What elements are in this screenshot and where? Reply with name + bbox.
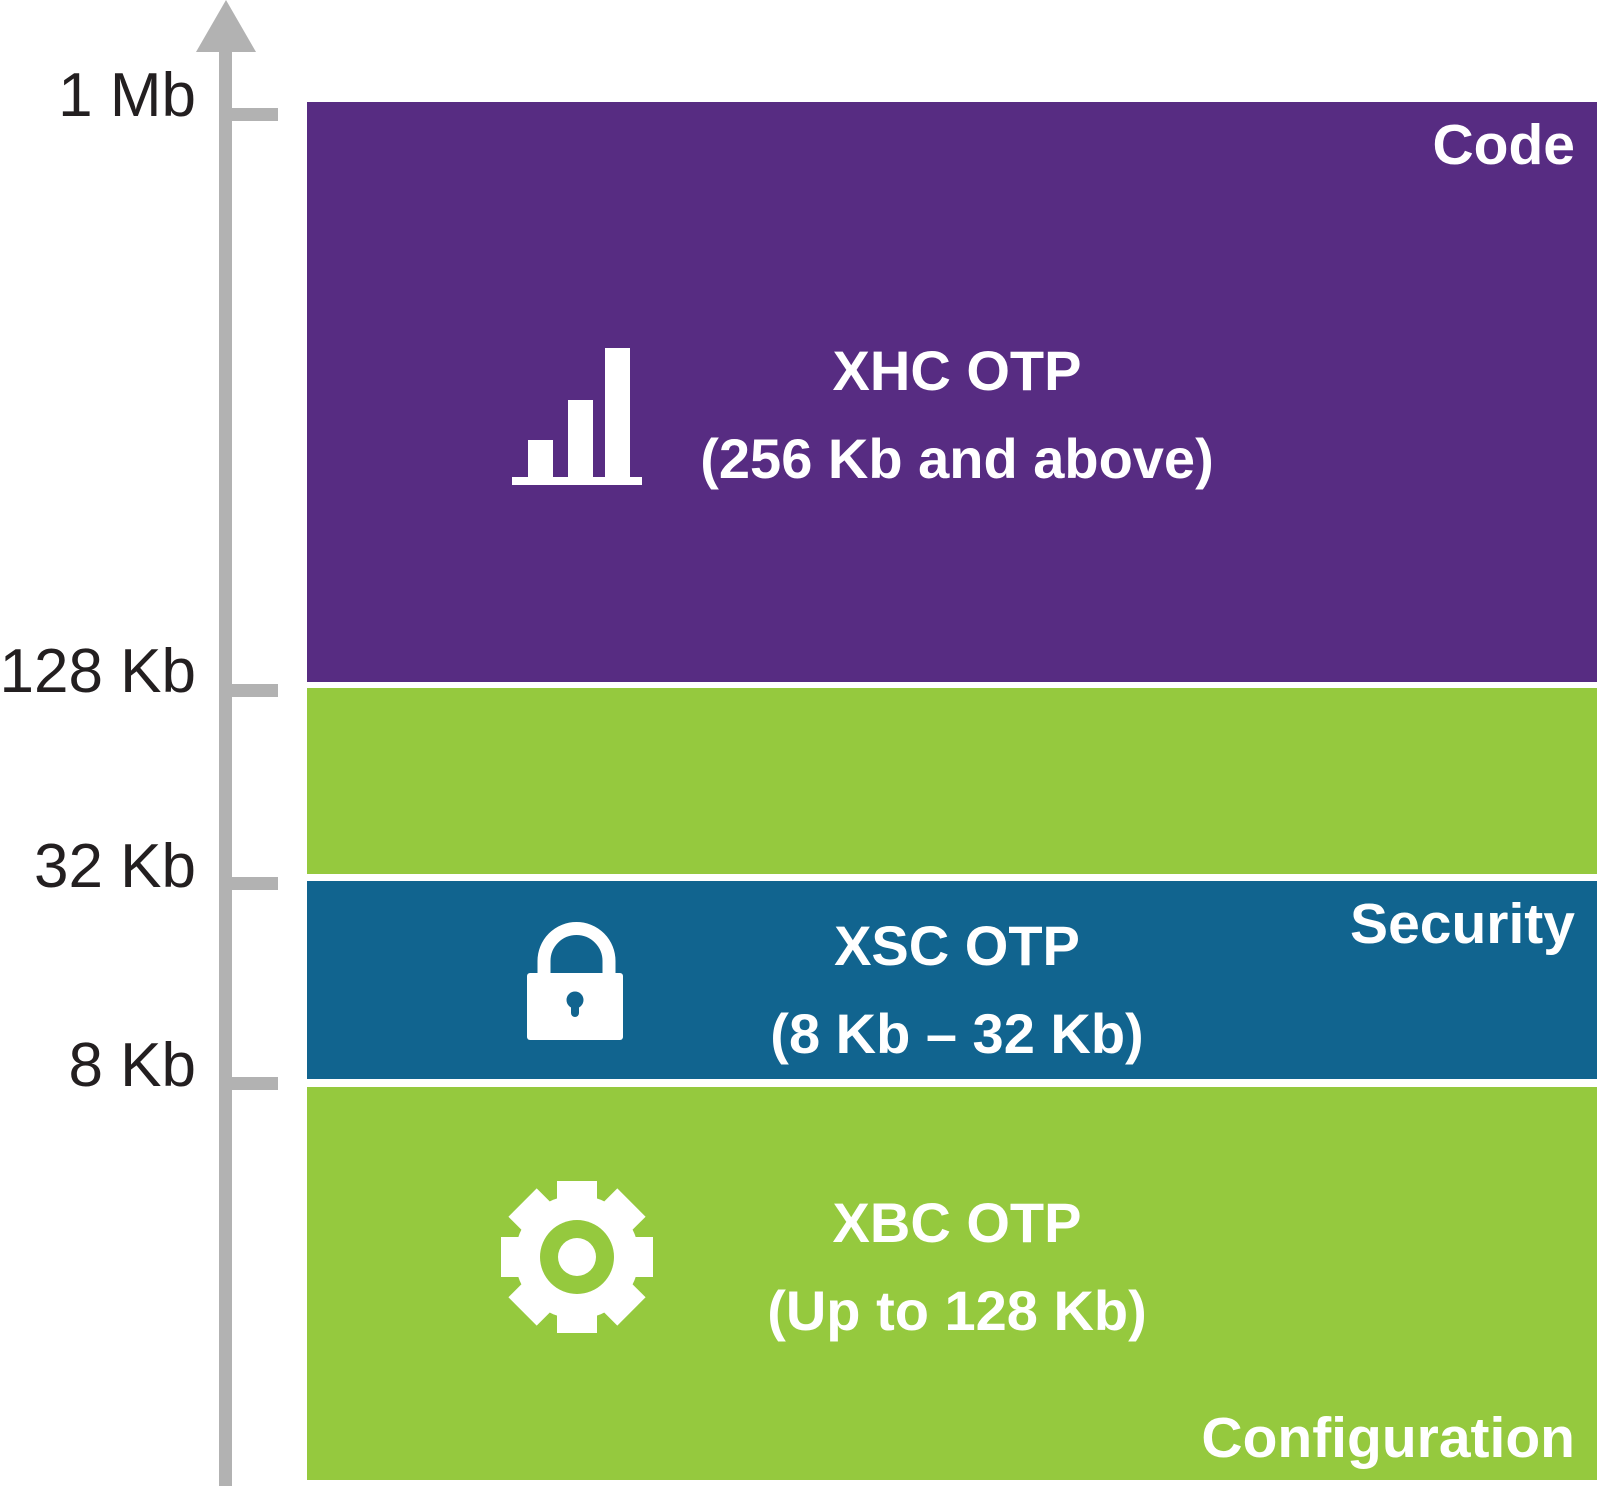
axis-label-32kb: 32 Kb <box>33 832 196 901</box>
segment-subtitle: (Up to 128 Kb) <box>767 1279 1147 1342</box>
lock-icon <box>527 922 623 1040</box>
category-label-security: Security <box>1350 892 1575 956</box>
segment-title: XHC OTP <box>832 339 1082 402</box>
axis-tick-32kb <box>230 877 278 890</box>
gear-icon <box>501 1181 653 1333</box>
arrow-up-icon <box>196 0 256 52</box>
segment-security: Security XSC OTP (8 Kb – 32 Kb) <box>307 881 1597 1079</box>
segment-title: XBC OTP <box>832 1191 1082 1254</box>
segment-subtitle: (8 Kb – 32 Kb) <box>770 1002 1144 1065</box>
segment-subtitle: (256 Kb and above) <box>700 427 1214 490</box>
axis-tick-8kb <box>230 1077 278 1090</box>
axis-label-8kb: 8 Kb <box>68 1031 196 1100</box>
segment-configuration: XBC OTP (Up to 128 Kb) Configuration <box>307 1087 1597 1480</box>
axis-tick-1mb <box>230 108 278 121</box>
segment-title: XSC OTP <box>834 914 1080 977</box>
segment-mid-band <box>307 688 1597 874</box>
axis-label-1mb: 1 Mb <box>58 61 196 130</box>
axis-tick-128kb <box>230 684 278 697</box>
category-label-code: Code <box>1432 113 1576 177</box>
segment-code: Code XHC OTP (256 Kb and above) <box>307 102 1597 682</box>
category-label-configuration: Configuration <box>1201 1406 1575 1471</box>
axis-label-128kb: 128 Kb <box>0 637 196 706</box>
y-axis-line <box>219 36 232 1486</box>
segment-code-text: XHC OTP (256 Kb and above) <box>317 327 1597 503</box>
segment-security-text: XSC OTP (8 Kb – 32 Kb) <box>317 902 1597 1078</box>
segment-configuration-text: XBC OTP (Up to 128 Kb) <box>317 1179 1597 1355</box>
bar-chart-icon <box>512 348 642 485</box>
